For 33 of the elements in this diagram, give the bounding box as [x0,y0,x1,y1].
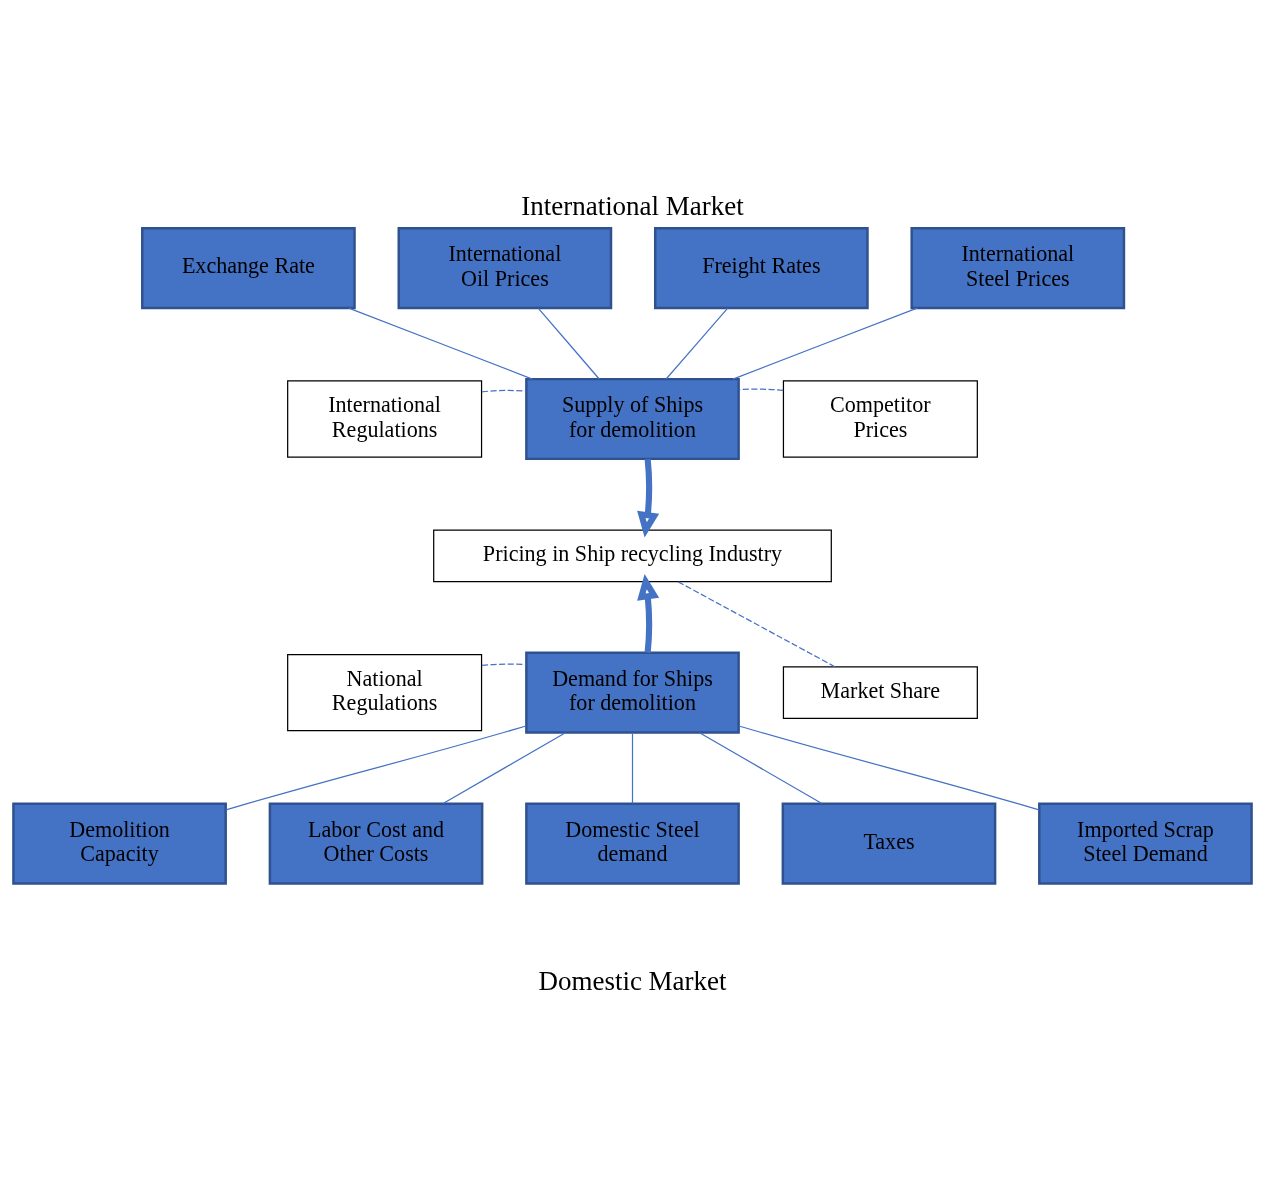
node-box: Exchange Rate [141,226,356,310]
node-box: Market Share [782,666,978,720]
connector [442,732,567,805]
node-box: International Oil Prices [397,226,613,310]
arrow [637,574,660,653]
node-box: Taxes [781,802,997,885]
connector [698,732,823,805]
node-box: International Regulations [287,380,483,458]
connector [348,307,533,380]
arrow [637,458,660,538]
node-box: Demolition Capacity [12,802,227,885]
node-box: Demand for Ships for demolition [525,651,740,734]
connector [481,389,527,393]
connector [481,663,527,667]
node-box: International Steel Prices [910,226,1126,310]
connector [738,725,1040,811]
node-box: Pricing in Ship recycling Industry [433,529,832,583]
connector [225,725,527,811]
node-box: Imported Scrap Steel Demand [1038,802,1253,885]
connector [738,388,784,392]
connector [631,732,634,805]
node-box: Competitor Prices [782,380,978,458]
diagram-title: International Market [521,191,744,222]
connector [732,307,918,380]
node-box: Domestic Steel demand [525,802,740,885]
node-box: National Regulations [287,654,483,732]
node-box: Labor Cost and Other Costs [268,802,484,885]
connector [665,307,729,380]
connector [677,581,836,668]
node-box: Supply of Ships for demolition [525,377,740,461]
connector [537,307,600,380]
node-box: Freight Rates [653,226,869,310]
label: Domestic Market [538,965,727,996]
